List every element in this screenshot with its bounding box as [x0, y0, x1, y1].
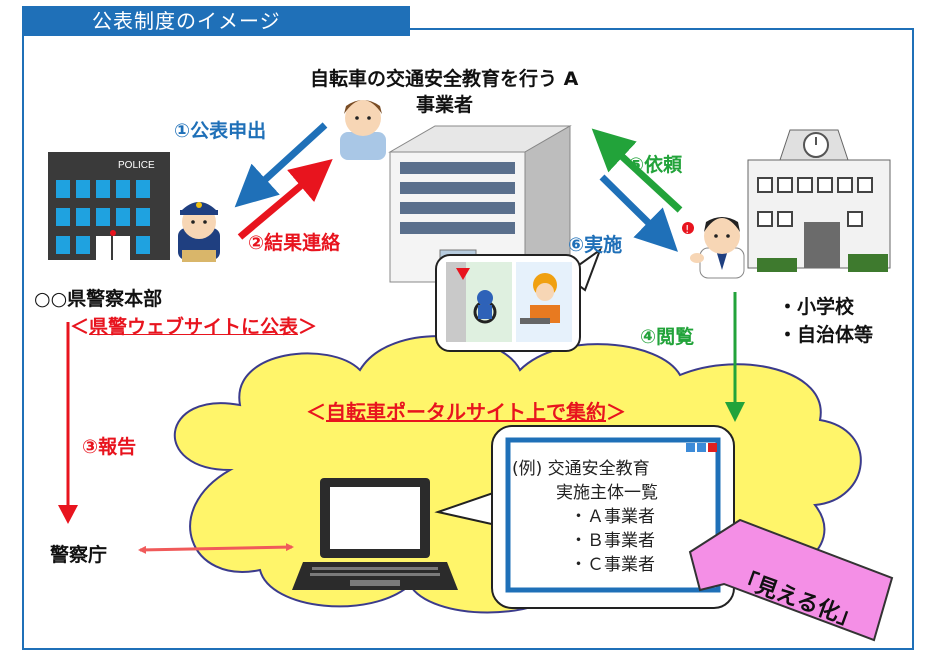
step-request: ⑤依頼 [628, 154, 683, 176]
step-report: ③報告 [82, 436, 137, 458]
municipality-item: ・自治体等 [778, 324, 874, 346]
list-item: ・Ａ事業者 [570, 507, 655, 527]
portal-speech-bubble [434, 425, 735, 609]
school-person-icon: ! [682, 217, 745, 279]
visible-label-shape [688, 518, 894, 642]
list-heading-line1: (例) 交通安全教育 [512, 459, 650, 479]
step-browse: ④閲覧 [640, 326, 695, 348]
step-implement: ⑥実施 [568, 234, 623, 256]
school-item: ・小学校 [778, 296, 855, 318]
list-item: ・Ｂ事業者 [570, 531, 655, 551]
arrow-report-head [58, 505, 78, 524]
operator-label-line2: 事業者 [416, 94, 474, 116]
arrow-result-notice [237, 158, 333, 240]
operator-label-line1: 自転車の交通安全教育を行う A [310, 68, 579, 90]
portal-link[interactable]: 自転車ポータルサイト上で集約 [326, 400, 606, 424]
agency-label: 警察庁 [50, 544, 108, 566]
police-officer-icon [178, 202, 220, 262]
arrow-publish-request [234, 122, 328, 208]
window-controls [686, 443, 717, 452]
police-sign: POLICE [118, 160, 155, 171]
list-item: ・Ｃ事業者 [570, 555, 655, 575]
list-heading-line2: 実施主体一覧 [556, 483, 658, 503]
police-website-label: ＜県警ウェブサイトに公表＞ [70, 316, 318, 338]
police-website-link[interactable]: 県警ウェブサイトに公表 [89, 316, 299, 338]
svg-text:!: ! [685, 223, 689, 236]
portal-label: ＜自転車ポータルサイト上で集約＞ [306, 400, 626, 424]
step-result-notice: ②結果連絡 [248, 232, 341, 254]
operator-person-icon [340, 100, 386, 160]
diagram-title: 公表制度のイメージ [22, 6, 410, 36]
arrow-browse-head [725, 402, 745, 422]
diagram-frame [22, 28, 914, 650]
police-hq-label: ○○県警察本部 [34, 288, 163, 310]
laptop-icon [292, 478, 458, 590]
cycling-lesson-illustration [435, 247, 603, 352]
step-publish-request: ①公表申出 [174, 120, 267, 142]
police-building-icon [48, 152, 170, 260]
arrow-request [591, 128, 683, 213]
arrow-implement [599, 174, 678, 252]
school-building-icon [747, 129, 891, 272]
arrow-agency-laptop [138, 543, 294, 554]
